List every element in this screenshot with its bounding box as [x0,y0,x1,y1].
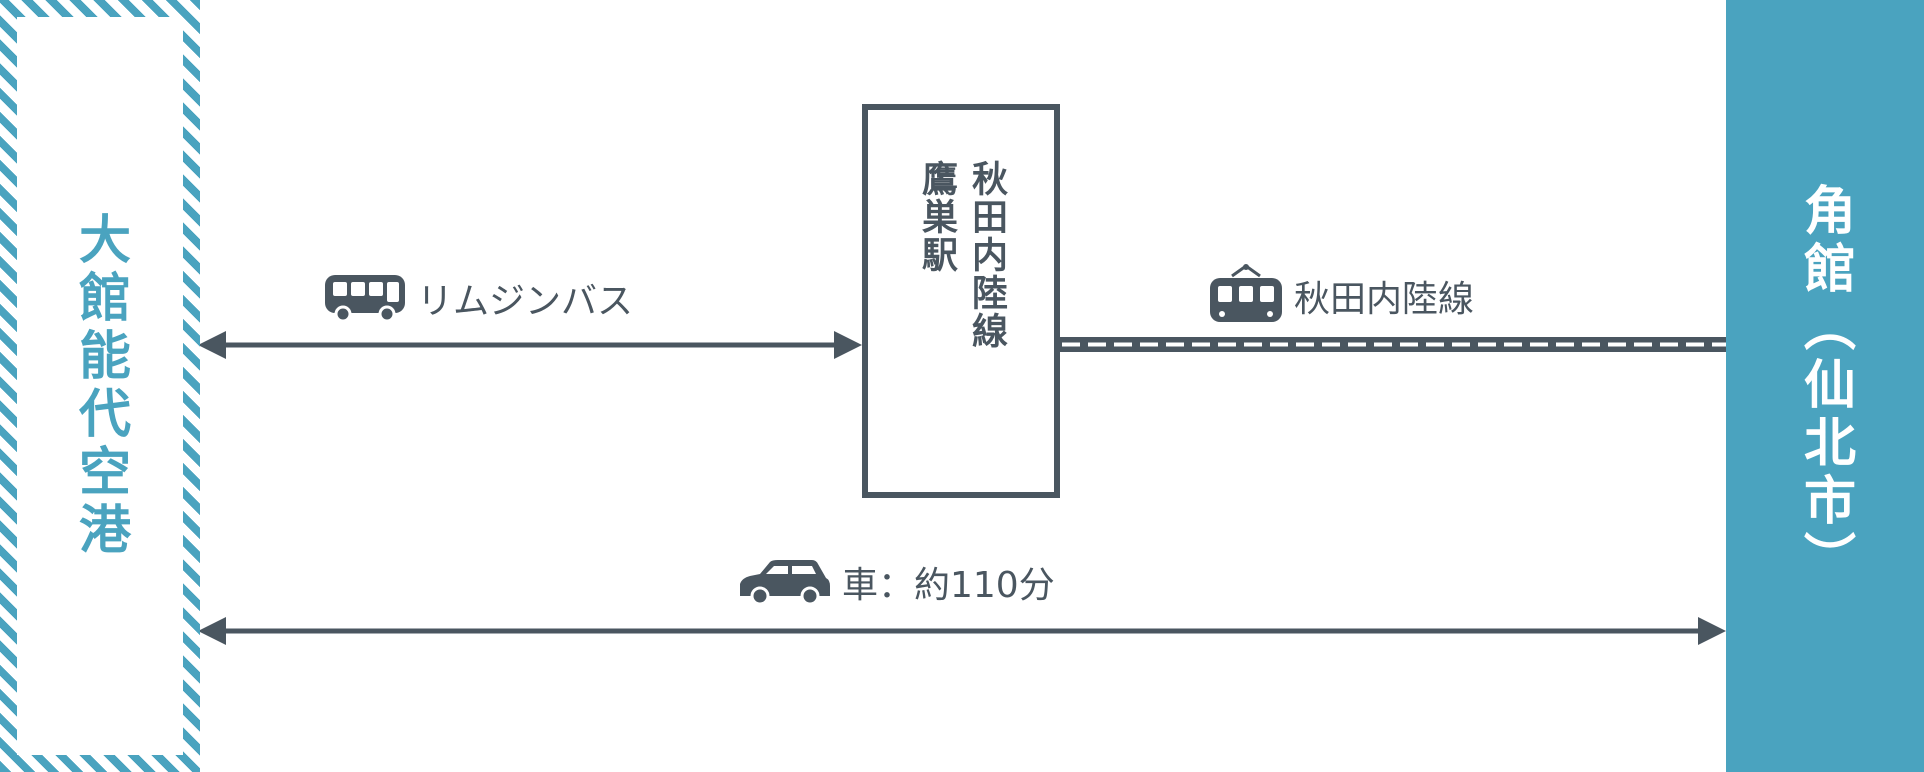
train-route-line [1060,337,1726,352]
car-route-text: 車：約110分 [842,565,1055,606]
train-route-label: 秋田内陸線 [1208,264,1474,328]
station-box: 秋田内陸線 鷹巣駅 [862,104,1060,498]
car-icon [736,558,832,606]
station-line-name: 秋田内陸線 [966,160,1007,350]
car-route-label: 車：約110分 [736,556,1055,608]
train-icon [1208,264,1284,328]
station-name: 鷹巣駅 [916,160,957,274]
destination-name: 角館（仙北市） [1794,183,1855,589]
station-text: 秋田内陸線 鷹巣駅 [868,160,1054,350]
car-route-arrow [198,617,1726,645]
origin-airport-inner: 大館能代空港 [17,17,183,755]
origin-airport-box: 大館能代空港 [0,0,200,772]
destination-box: 角館（仙北市） [1726,0,1924,772]
bus-icon [323,273,407,323]
bus-route-arrow [198,331,862,359]
bus-route-label: リムジンバス [323,272,633,324]
origin-airport-name: 大館能代空港 [69,212,130,560]
bus-route-text: リムジンバス [417,281,634,322]
train-route-text: 秋田内陸線 [1294,279,1475,320]
